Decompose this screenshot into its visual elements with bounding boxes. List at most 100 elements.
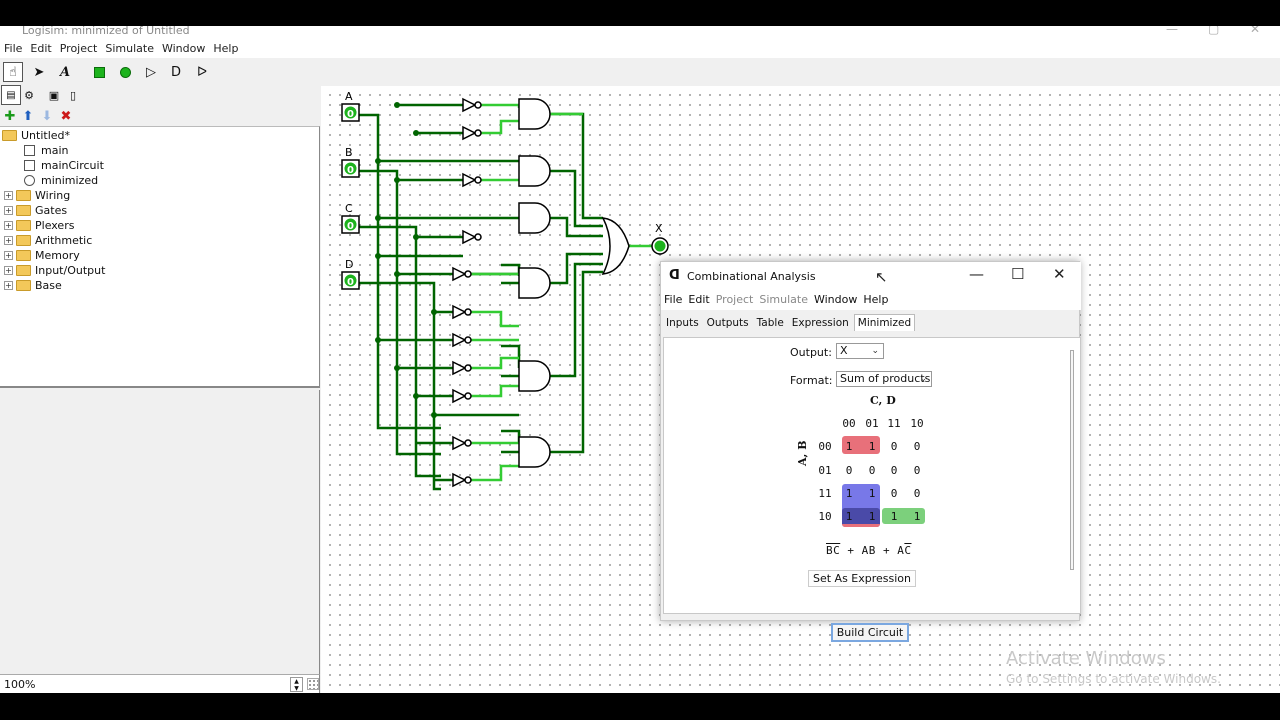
expand-icon[interactable]: + (4, 236, 13, 245)
kmap-group-green (882, 508, 925, 524)
panel-scrollbar[interactable] (1070, 350, 1074, 570)
expand-icon[interactable]: + (4, 191, 13, 200)
toolbox-view-icon[interactable]: ▤ (1, 85, 21, 105)
folder-icon (16, 250, 31, 261)
expand-icon[interactable]: + (4, 221, 13, 230)
move-down-icon[interactable]: ⬇ (41, 108, 53, 124)
activation-watermark-subtitle: Go to Settings to activate Windows. (1006, 672, 1221, 686)
output-label: Output: (790, 346, 832, 359)
set-as-expression-button[interactable]: Set As Expression (808, 570, 916, 587)
dialog-menu-file[interactable]: File (664, 293, 683, 306)
tree-lib-base[interactable]: +Base (4, 279, 62, 292)
build-circuit-button[interactable]: Build Circuit (831, 623, 909, 642)
delete-circuit-icon[interactable]: ✖ (60, 108, 72, 124)
expand-icon[interactable]: + (4, 266, 13, 275)
pin-label-a: A (345, 90, 353, 103)
folder-icon (2, 130, 17, 141)
pin-value-a: 0 (347, 109, 354, 120)
or-gate-tool-icon[interactable]: ᐅ (197, 64, 207, 80)
folder-icon (16, 205, 31, 216)
menu-project[interactable]: Project (59, 42, 98, 55)
pin-value-d: 0 (347, 277, 354, 288)
format-select[interactable]: Sum of products⌄ (836, 371, 932, 387)
kmap-cell: 0 (890, 487, 898, 500)
maximize-icon[interactable]: ▢ (1208, 26, 1220, 36)
tree-circuit-minimized[interactable]: minimized (24, 173, 98, 188)
dialog-maximize-icon[interactable]: ☐ (1011, 265, 1025, 283)
menu-edit[interactable]: Edit (30, 42, 52, 55)
close-icon[interactable]: ✕ (1250, 26, 1261, 36)
circuit-diagram: A B C D 0 0 0 0 X (341, 90, 669, 491)
kmap-col-header: 00 (842, 417, 856, 430)
not-gate-tool-icon[interactable]: ▷ (146, 64, 156, 80)
layout-view-icon[interactable]: ▯ (69, 88, 77, 102)
move-up-icon[interactable]: ⬆ (22, 108, 34, 124)
tree-root[interactable]: Untitled* (2, 128, 70, 143)
minimize-icon[interactable]: — (1166, 26, 1178, 36)
circuit-icon (24, 160, 35, 171)
window-title: Logisim: minimized of Untitled (22, 26, 190, 37)
simulation-view-icon[interactable]: ⚙ (24, 88, 34, 102)
expand-icon[interactable]: + (4, 251, 13, 260)
input-pin-tool-icon[interactable] (89, 62, 109, 82)
kmap-cell: 1 (845, 487, 853, 500)
dialog-menu-help[interactable]: Help (863, 293, 889, 306)
dialog-menu-project[interactable]: Project (715, 293, 754, 306)
format-label: Format: (790, 374, 833, 387)
output-select[interactable]: X⌄ (836, 343, 884, 359)
menu-file[interactable]: File (4, 42, 23, 55)
tab-outputs[interactable]: Outputs (706, 317, 749, 329)
tree-lib-input-output[interactable]: +Input/Output (4, 264, 106, 277)
tree-lib-arithmetic[interactable]: +Arithmetic (4, 234, 93, 247)
tree-lib-wiring[interactable]: +Wiring (4, 189, 71, 202)
dialog-menu-simulate[interactable]: Simulate (759, 293, 808, 306)
zoom-stepper[interactable]: ▲▼ (290, 677, 303, 692)
kmap-cell: 1 (845, 440, 853, 453)
tree-circuit-main[interactable]: main (24, 143, 68, 158)
text-tool-icon[interactable]: A (59, 64, 71, 80)
project-toolbar: ✚ ⬆ ⬇ ✖ (0, 106, 320, 126)
expand-icon[interactable]: + (4, 206, 13, 215)
tab-table[interactable]: Table (756, 317, 784, 329)
grid-toggle-icon[interactable] (307, 678, 319, 690)
tree-lib-memory[interactable]: +Memory (4, 249, 80, 262)
menu-window[interactable]: Window (161, 42, 206, 55)
dialog-menu-edit[interactable]: Edit (688, 293, 710, 306)
dialog-menu-window[interactable]: Window (813, 293, 858, 306)
poke-tool-icon[interactable]: ☝ (3, 62, 23, 82)
chevron-down-icon: ⌄ (871, 346, 879, 356)
tree-lib-plexers[interactable]: +Plexers (4, 219, 75, 232)
output-label-x: X (655, 222, 663, 235)
menu-help[interactable]: Help (213, 42, 239, 55)
dialog-close-icon[interactable]: ✕ (1053, 265, 1066, 283)
cursor-icon: ↖ (875, 268, 888, 286)
tab-minimized[interactable]: Minimized (853, 314, 916, 331)
tree-circuit-maincircuit[interactable]: mainCircuit (24, 158, 104, 173)
tab-inputs[interactable]: Inputs (666, 317, 699, 329)
menu-simulate[interactable]: Simulate (105, 42, 154, 55)
tree-lib-gates[interactable]: +Gates (4, 204, 68, 217)
appearance-view-icon[interactable]: ▣ (48, 88, 60, 102)
expand-icon[interactable]: + (4, 281, 13, 290)
attribute-panel (0, 390, 320, 674)
kmap-row-header: 01 (818, 464, 832, 477)
menu-bar: File Edit Project Simulate Window Help (0, 40, 1280, 58)
dialog-minimize-icon[interactable]: — (969, 265, 984, 283)
dialog-menu-bar: File Edit Project Simulate Window Help (661, 290, 1081, 310)
chevron-down-icon: ⌄ (919, 374, 927, 384)
kmap-col-vars: C, D (870, 394, 896, 407)
input-pins[interactable] (341, 103, 360, 290)
minimized-panel: Output: X⌄ Format: Sum of products⌄ C, D… (663, 337, 1081, 614)
select-tool-icon[interactable]: ➤ (33, 64, 45, 80)
kmap-cell: 0 (913, 464, 921, 477)
tab-expression[interactable]: Expression (791, 317, 849, 329)
magnifier-icon (24, 175, 35, 186)
zoom-bar: 100% ▲▼ (0, 674, 320, 693)
or-gate (601, 217, 630, 275)
output-pin-tool-icon[interactable] (115, 62, 135, 82)
logisim-window: Logisim: minimized of Untitled — ▢ ✕ Fil… (0, 26, 1280, 693)
pin-label-d: D (345, 258, 353, 271)
tool-toolbar: ☝ ➤ A ▷ D ᐅ (0, 58, 320, 84)
add-circuit-icon[interactable]: ✚ (4, 108, 16, 124)
and-gate-tool-icon[interactable]: D (170, 64, 181, 80)
